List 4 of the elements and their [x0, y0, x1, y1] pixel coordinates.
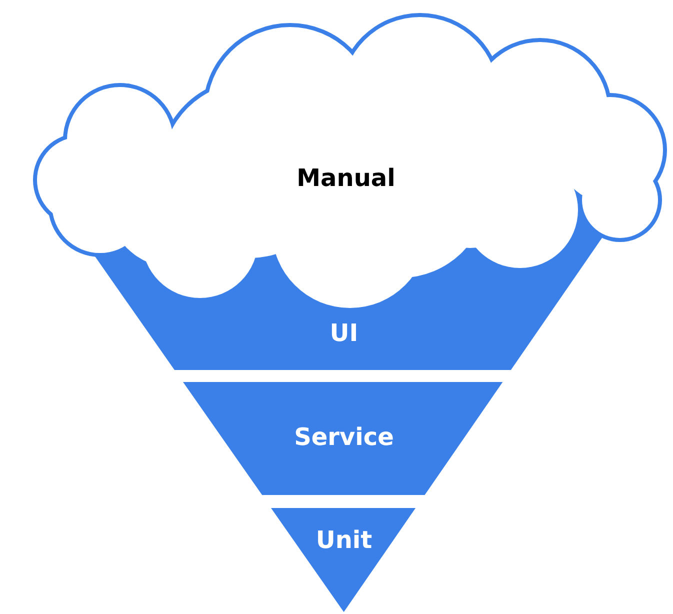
layer-label: UI	[330, 319, 358, 347]
layer-label: Manual	[296, 164, 396, 192]
layer-label: Service	[294, 423, 394, 451]
layer-label: Unit	[316, 526, 372, 554]
